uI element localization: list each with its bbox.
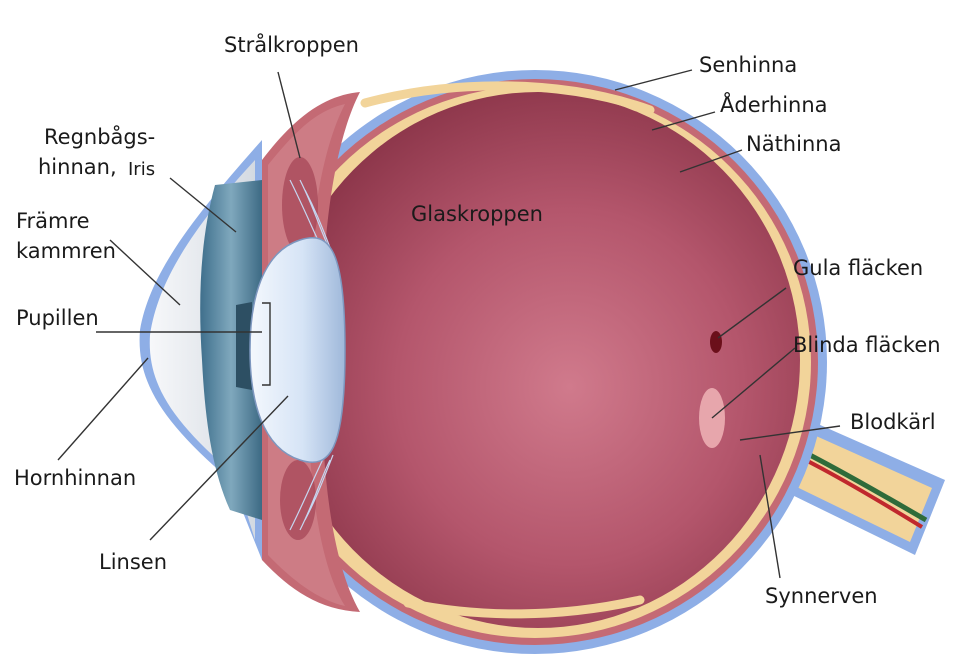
retina-bottom-edge <box>403 595 645 619</box>
lens <box>249 236 346 464</box>
label-senhinna: Senhinna <box>699 53 798 77</box>
label-stralkroppen: Strålkroppen <box>224 33 359 57</box>
iris <box>200 180 262 520</box>
label-aderhinna: Åderhinna <box>720 93 828 117</box>
label-framre-line2: kammren <box>16 239 116 263</box>
label-gula-flacken: Gula fläcken <box>793 256 924 280</box>
label-iris: Iris <box>128 159 156 180</box>
eyeball <box>243 70 827 654</box>
label-regnbags-line1: Regnbågs- <box>44 125 156 149</box>
label-nathinna: Näthinna <box>746 132 842 156</box>
label-regnbags-line2: hinnan, <box>38 155 117 179</box>
label-framre-line1: Främre <box>16 209 90 233</box>
label-pupillen: Pupillen <box>16 306 99 330</box>
leader-lines <box>57 69 841 579</box>
label-blodkarl: Blodkärl <box>850 410 936 434</box>
macula-spot <box>710 331 722 353</box>
label-blinda-flacken: Blinda fläcken <box>793 333 941 357</box>
label-synnerven: Synnerven <box>765 584 878 608</box>
label-glaskroppen: Glaskroppen <box>411 202 543 226</box>
retina-top-edge <box>360 81 655 115</box>
vitreous-body <box>276 92 800 628</box>
label-hornhinnan: Hornhinnan <box>14 466 137 490</box>
label-linsen: Linsen <box>99 550 168 574</box>
